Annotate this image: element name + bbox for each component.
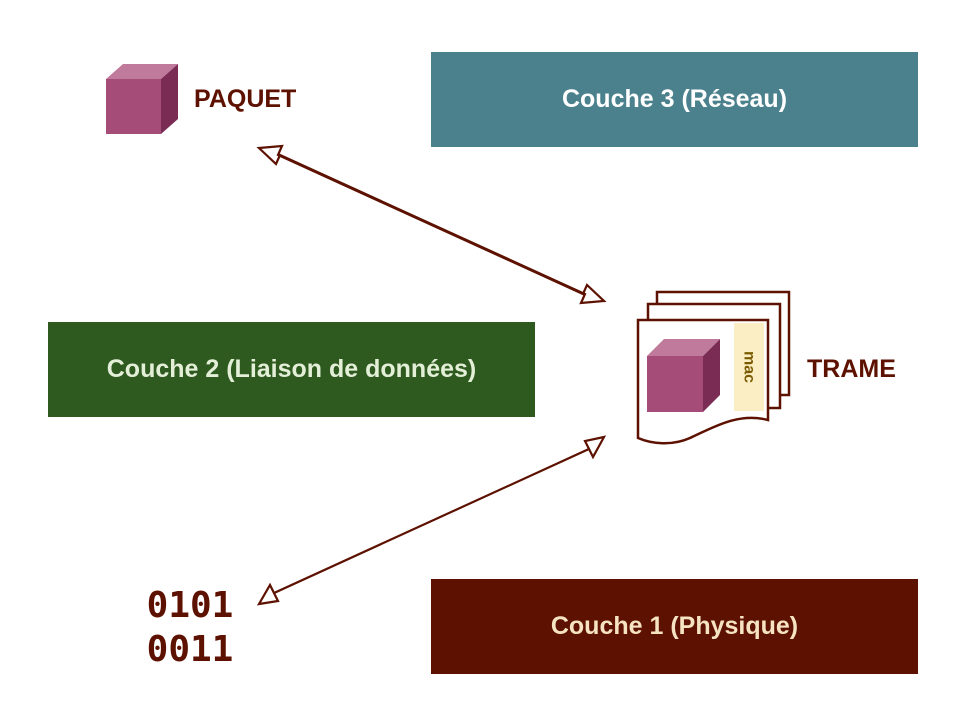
frame-label: TRAME (807, 355, 896, 383)
frame-document-stack-icon: mac (636, 290, 791, 445)
layer-1-physical-box: Couche 1 (Physique) (431, 579, 918, 674)
layer-2-label: Couche 2 (Liaison de données) (106, 355, 477, 383)
double-arrow-bits-frame (256, 435, 607, 606)
bits-row-1: 0101 (147, 585, 234, 626)
packet-label: PAQUET (194, 85, 297, 113)
packet-cube-icon (106, 64, 178, 134)
layer-3-label: Couche 3 (Réseau) (561, 85, 788, 113)
bits-row-2: 0011 (147, 629, 234, 670)
double-arrow-packet-frame (256, 144, 607, 305)
layer-2-data-link-box: Couche 2 (Liaison de données) (48, 322, 535, 417)
bits-binary-digits-icon: 0101 0011 (147, 585, 234, 670)
frame-mac-header: mac (741, 351, 758, 383)
frame-payload-cube-icon (647, 339, 720, 412)
layer-3-network-box: Couche 3 (Réseau) (431, 52, 918, 147)
layer-1-label: Couche 1 (Physique) (550, 612, 799, 640)
